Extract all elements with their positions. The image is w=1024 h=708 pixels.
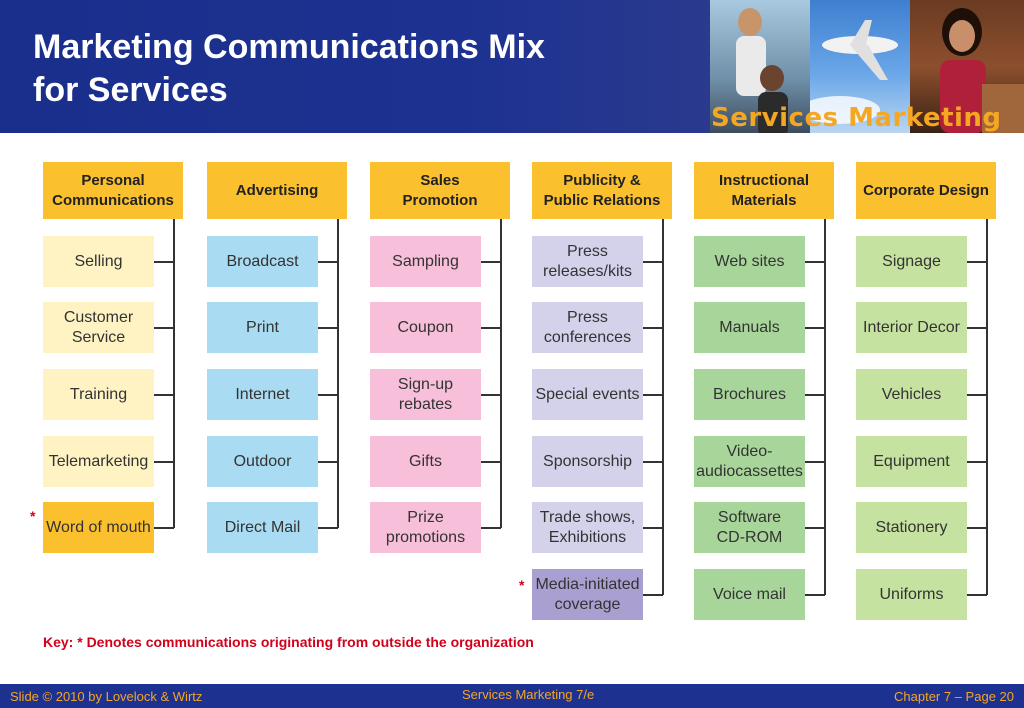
category-header: Sales Promotion	[370, 162, 510, 219]
footer-copyright: Slide © 2010 by Lovelock & Wirtz	[10, 689, 203, 704]
category-header: Advertising	[207, 162, 347, 219]
item-box: Coupon	[370, 302, 481, 353]
outside-origin-marker: *	[30, 508, 36, 524]
item-box: Interior Decor	[856, 302, 967, 353]
item-box: Direct Mail	[207, 502, 318, 553]
brand-label: Services Marketing	[711, 103, 1002, 133]
item-box: Web sites	[694, 236, 805, 287]
item-box: Broadcast	[207, 236, 318, 287]
item-box: Signage	[856, 236, 967, 287]
slide-header: Marketing Communications Mix for Service…	[0, 0, 1024, 133]
item-box: Training	[43, 369, 154, 420]
item-box: Stationery	[856, 502, 967, 553]
item-box: Outdoor	[207, 436, 318, 487]
connector-tick	[805, 394, 825, 396]
item-box: Video- audiocassettes	[694, 436, 805, 487]
item-box: Word of mouth	[43, 502, 154, 553]
airplane-photo	[800, 0, 910, 133]
connector-tick	[154, 527, 174, 529]
item-box: Trade shows, Exhibitions	[532, 502, 643, 553]
connector-tick	[643, 527, 663, 529]
connector-tick	[967, 527, 987, 529]
item-box: Media-initiated coverage	[532, 569, 643, 620]
connector-line	[173, 219, 175, 528]
item-box: Brochures	[694, 369, 805, 420]
connector-tick	[318, 461, 338, 463]
connector-tick	[643, 327, 663, 329]
connector-tick	[318, 261, 338, 263]
connector-tick	[154, 327, 174, 329]
item-box: Selling	[43, 236, 154, 287]
title-line-2: for Services	[33, 71, 228, 109]
connector-tick	[805, 327, 825, 329]
connector-tick	[643, 461, 663, 463]
connector-tick	[967, 261, 987, 263]
outside-origin-marker: *	[519, 577, 525, 593]
connector-tick	[643, 594, 663, 596]
item-box: Uniforms	[856, 569, 967, 620]
connector-tick	[643, 261, 663, 263]
connector-tick	[805, 594, 825, 596]
item-box: Vehicles	[856, 369, 967, 420]
category-header: Personal Communications	[43, 162, 183, 219]
connector-tick	[154, 461, 174, 463]
slide-title: Marketing Communications Mix for Service…	[33, 26, 545, 112]
item-box: Prize promotions	[370, 502, 481, 553]
slide-footer: Slide © 2010 by Lovelock & Wirtz Service…	[0, 684, 1024, 708]
connector-tick	[318, 327, 338, 329]
connector-tick	[154, 394, 174, 396]
item-box: Internet	[207, 369, 318, 420]
gym-photo	[710, 0, 810, 133]
connector-tick	[805, 461, 825, 463]
connector-line	[986, 219, 988, 595]
title-line-1: Marketing Communications Mix	[33, 28, 545, 66]
header-photos	[700, 0, 1024, 133]
connector-tick	[481, 527, 501, 529]
airplane-icon	[800, 20, 898, 124]
item-box: Telemarketing	[43, 436, 154, 487]
item-box: Voice mail	[694, 569, 805, 620]
item-box: Customer Service	[43, 302, 154, 353]
item-box: Sign-up rebates	[370, 369, 481, 420]
connector-tick	[481, 394, 501, 396]
item-box: Manuals	[694, 302, 805, 353]
footer-book: Services Marketing 7/e	[462, 687, 595, 702]
connector-line	[500, 219, 502, 528]
connector-tick	[318, 527, 338, 529]
connector-tick	[643, 394, 663, 396]
key-note: Key: * Denotes communications originatin…	[43, 634, 534, 650]
category-header: Instructional Materials	[694, 162, 834, 219]
woman-icon	[940, 8, 1024, 133]
connector-tick	[805, 527, 825, 529]
item-box: Print	[207, 302, 318, 353]
item-box: Equipment	[856, 436, 967, 487]
connector-tick	[481, 327, 501, 329]
connector-tick	[805, 261, 825, 263]
connector-tick	[154, 261, 174, 263]
item-box: Gifts	[370, 436, 481, 487]
item-box: Press releases/kits	[532, 236, 643, 287]
hotel-staff-photo	[910, 0, 1024, 133]
footer-page: Chapter 7 – Page 20	[894, 689, 1014, 704]
connector-tick	[967, 461, 987, 463]
item-box: Press conferences	[532, 302, 643, 353]
connector-line	[337, 219, 339, 528]
connector-tick	[481, 461, 501, 463]
item-box: Software CD-ROM	[694, 502, 805, 553]
gym-people-icon	[736, 8, 788, 133]
category-header: Publicity & Public Relations	[532, 162, 672, 219]
connector-line	[662, 219, 664, 595]
connector-tick	[967, 594, 987, 596]
connector-line	[824, 219, 826, 595]
connector-tick	[481, 261, 501, 263]
item-box: Sampling	[370, 236, 481, 287]
category-header: Corporate Design	[856, 162, 996, 219]
item-box: Special events	[532, 369, 643, 420]
connector-tick	[967, 327, 987, 329]
connector-tick	[318, 394, 338, 396]
item-box: Sponsorship	[532, 436, 643, 487]
connector-tick	[967, 394, 987, 396]
